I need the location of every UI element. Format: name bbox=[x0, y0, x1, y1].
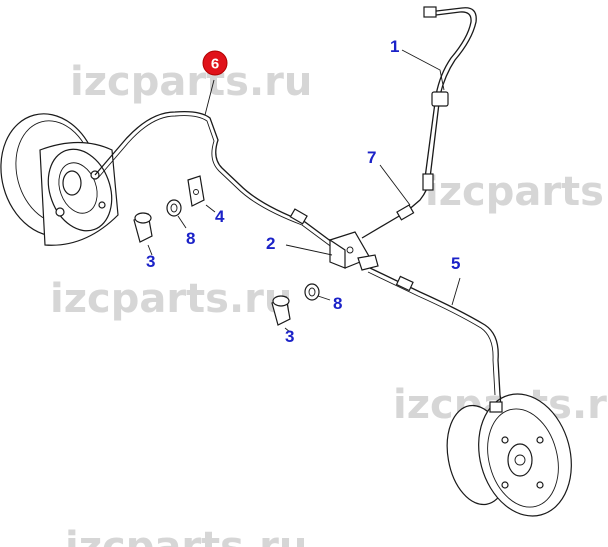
left-wheel-brake bbox=[0, 113, 119, 246]
callout-6: 6 bbox=[211, 56, 219, 73]
short-tube bbox=[361, 211, 407, 239]
bolt-upper bbox=[133, 212, 153, 243]
brake-line-left bbox=[94, 110, 341, 249]
callout-3-lower: 3 bbox=[285, 327, 294, 346]
callout-1: 1 bbox=[390, 37, 399, 56]
washer-upper bbox=[166, 199, 182, 217]
right-line-fitting bbox=[395, 275, 414, 292]
callout-8-upper: 8 bbox=[186, 229, 195, 248]
callout-4: 4 bbox=[215, 207, 225, 226]
wheel-fitting-right bbox=[489, 401, 503, 413]
callout-2: 2 bbox=[266, 234, 275, 253]
callout-6-highlight[interactable]: 6 bbox=[202, 50, 228, 76]
callout-5: 5 bbox=[451, 254, 460, 273]
callout-3-upper: 3 bbox=[146, 252, 155, 271]
washer-lower bbox=[304, 283, 320, 301]
callout-8-lower: 8 bbox=[333, 294, 342, 313]
watermark-right-top: izcparts.ru bbox=[425, 169, 608, 215]
callout-7: 7 bbox=[367, 148, 376, 167]
brake-line-right-inner bbox=[367, 271, 496, 396]
leader-lines bbox=[147, 49, 461, 333]
bolt-lower bbox=[271, 295, 291, 326]
short-tube-fitting bbox=[396, 204, 415, 221]
right-wheel-brake bbox=[446, 393, 572, 517]
watermark-top: izcparts.ru bbox=[70, 59, 312, 105]
junction-block bbox=[329, 231, 379, 271]
brake-line-left-inner bbox=[97, 115, 338, 252]
clamp bbox=[187, 175, 205, 207]
watermark-middle: izcparts.ru bbox=[50, 276, 292, 322]
left-line-fitting bbox=[289, 208, 308, 225]
watermark-bottom: izcparts.ru bbox=[65, 524, 307, 547]
brake-hose bbox=[405, 6, 477, 213]
